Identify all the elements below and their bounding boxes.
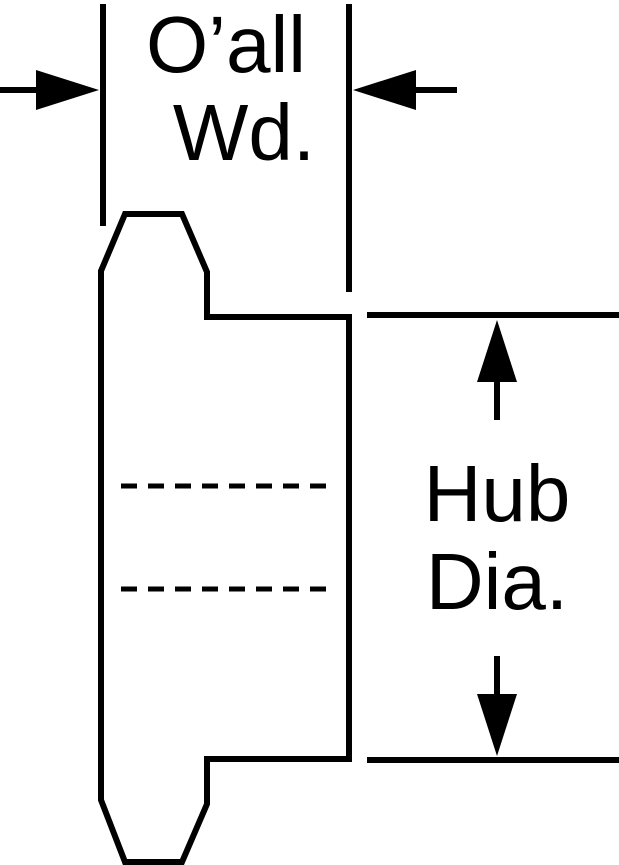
overall-width-left-arrow (0, 70, 99, 110)
overall-width-label-line1: O’all (146, 0, 306, 89)
sprocket-outline (98, 211, 352, 865)
overall-width-label-line2: Wd. (173, 88, 315, 177)
hub-diameter-label-line2: Dia. (426, 537, 568, 626)
hub-diameter-label-line1: Hub (424, 449, 571, 538)
overall-width-right-arrow (353, 70, 457, 110)
hub-diameter-up-arrow (477, 320, 517, 420)
hub-diameter-down-arrow (477, 656, 517, 756)
